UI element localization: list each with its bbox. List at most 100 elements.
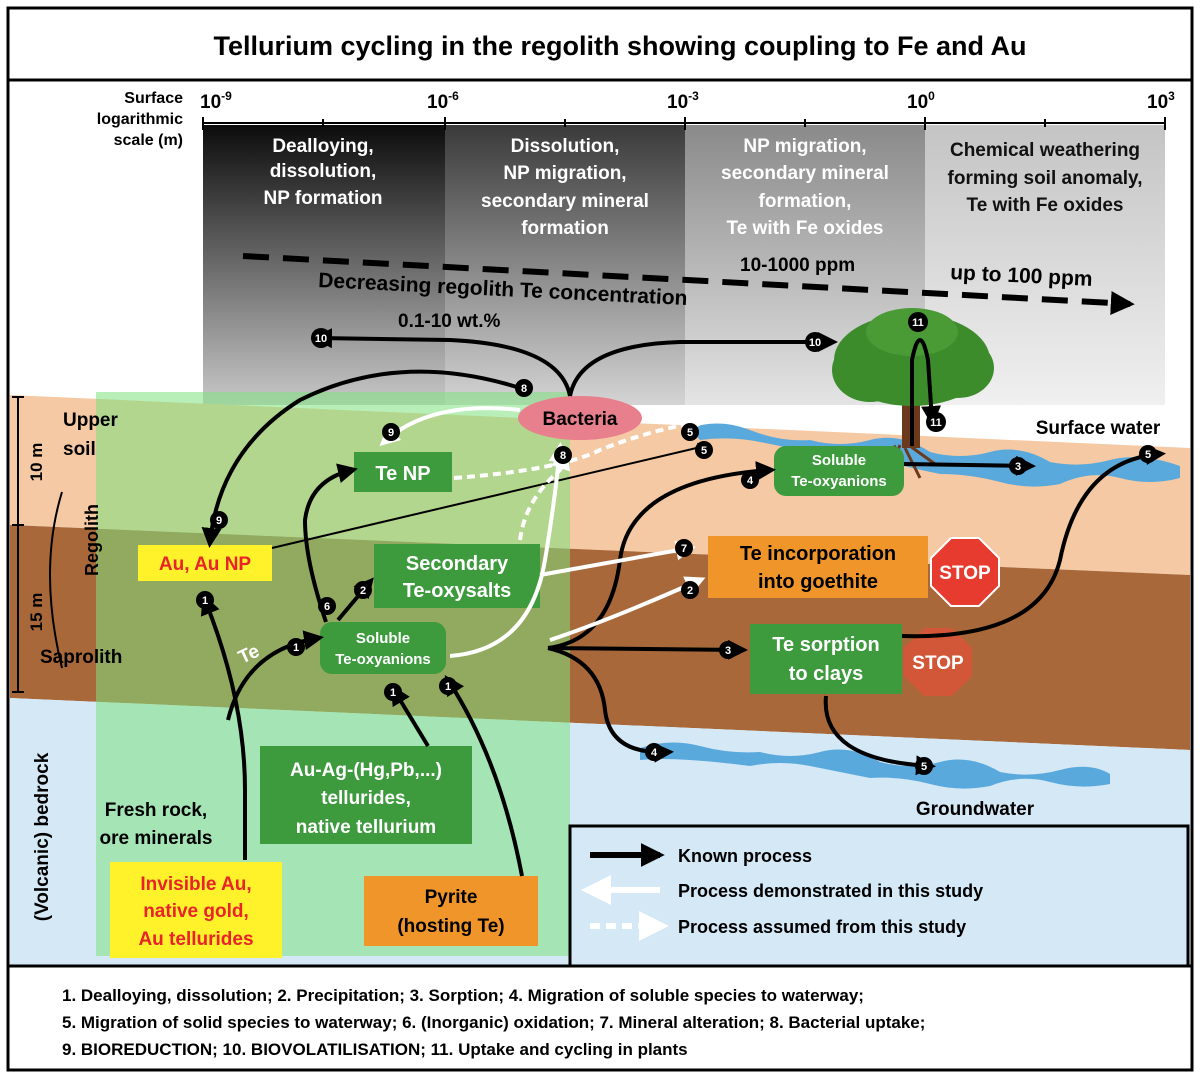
tellurides-node[interactable]: Au-Ag-(Hg,Pb,...) tellurides, native tel… — [260, 746, 472, 844]
arrow-1-from-tellurides — [390, 684, 430, 748]
tick-label-3: 10-3 — [667, 89, 699, 113]
arrow-3-to-clays — [547, 639, 748, 660]
badge-11b: 11 — [926, 412, 946, 432]
svg-text:5. Migration of solid species: 5. Migration of solid species to waterwa… — [62, 1013, 925, 1032]
depth-10m: 10 m — [27, 443, 46, 482]
scale-ticks — [202, 117, 1166, 130]
pyrite-node[interactable]: Pyrite (hosting Te) — [364, 876, 538, 946]
badge-3a: 3 — [719, 641, 737, 659]
svg-text:STOP: STOP — [912, 653, 964, 674]
arrow-8-dashed — [518, 449, 571, 541]
regolith-label: Regolith — [82, 504, 102, 576]
legend-known: Known process — [590, 843, 812, 867]
svg-text:1: 1 — [293, 642, 299, 654]
legend-assumed: Process assumed from this study — [590, 911, 966, 941]
arrow-1-to-au-np — [200, 594, 247, 860]
groundwater-label: Groundwater — [916, 799, 1035, 820]
badge-5c: 5 — [1139, 445, 1157, 463]
arrow-9-bioreduction — [201, 369, 521, 548]
badge-1b: 1 — [287, 638, 305, 656]
arrow-1-from-pyrite — [444, 674, 524, 877]
te-np-node[interactable]: Te NP — [354, 452, 452, 492]
svg-text:5: 5 — [701, 445, 707, 457]
svg-text:Te-oxysalts: Te-oxysalts — [403, 580, 512, 602]
tick-label-2: 10-6 — [427, 89, 459, 113]
svg-text:NP migration,: NP migration, — [503, 163, 626, 184]
arrow-2-white — [549, 576, 706, 642]
soluble-te-oxyanions-lower-node[interactable]: Soluble Te-oxyanions — [320, 622, 446, 674]
saprolith-label: Saprolith — [40, 647, 122, 668]
svg-text:6: 6 — [324, 601, 330, 613]
te-clays-node[interactable]: Te sorption to clays — [750, 624, 902, 694]
svg-text:9: 9 — [216, 515, 222, 527]
svg-text:11: 11 — [912, 317, 924, 329]
groundwater-body — [640, 742, 1110, 789]
svg-text:5: 5 — [921, 761, 927, 773]
svg-text:Secondary: Secondary — [406, 553, 509, 575]
svg-text:5: 5 — [1145, 449, 1151, 461]
soluble-te-oxyanions-upper-node[interactable]: Soluble Te-oxyanions — [774, 446, 904, 496]
badge-4a: 4 — [741, 471, 759, 489]
svg-text:Au, Au NP: Au, Au NP — [159, 554, 252, 575]
badge-5a: 5 — [681, 423, 699, 441]
svg-text:Dealloying,: Dealloying, — [272, 136, 373, 157]
svg-text:11: 11 — [930, 417, 942, 429]
badge-10b: 10 — [805, 332, 825, 352]
svg-text:Te with Fe oxides: Te with Fe oxides — [727, 218, 884, 239]
svg-text:native tellurium: native tellurium — [296, 817, 436, 838]
legend-box — [568, 824, 1190, 968]
tick-label-5: 103 — [1147, 89, 1175, 113]
scale-tick-labels: 10-9 10-6 10-3 100 103 — [200, 89, 1175, 113]
badge-9a: 9 — [382, 423, 400, 441]
svg-text:8: 8 — [521, 383, 527, 395]
badge-5d: 5 — [915, 757, 933, 775]
surface-water-body — [690, 423, 1180, 487]
surface-water-label: Surface water — [1036, 418, 1161, 439]
known-process-arrows — [200, 328, 1166, 877]
svg-text:Pyrite: Pyrite — [425, 887, 478, 908]
svg-text:3: 3 — [1015, 461, 1021, 473]
svg-text:formation,: formation, — [759, 191, 852, 212]
svg-text:5: 5 — [687, 427, 693, 439]
badge-6: 6 — [318, 597, 336, 615]
au-np-node[interactable]: Au, Au NP — [138, 545, 272, 581]
badge-8b: 8 — [554, 446, 572, 464]
tick-label-4: 100 — [907, 89, 935, 113]
svg-text:Au tellurides: Au tellurides — [138, 929, 253, 950]
badge-9b: 9 — [210, 511, 228, 529]
arrow-number-badges: 1 1 1 1 2 2 3 3 4 4 5 5 5 5 6 7 8 8 9 9 … — [196, 312, 1157, 775]
badge-4b: 4 — [645, 743, 663, 761]
arrow-6-oxidation — [302, 463, 358, 623]
concentration-c1: 0.1-10 wt.% — [398, 311, 501, 332]
badge-8a: 8 — [515, 379, 533, 397]
svg-text:Au-Ag-(Hg,Pb,...): Au-Ag-(Hg,Pb,...) — [290, 760, 442, 781]
secondary-te-oxysalts-node[interactable]: Secondary Te-oxysalts — [374, 544, 540, 608]
assumed-process-arrows — [453, 414, 706, 541]
zone-2-text: Dissolution, NP migration, secondary min… — [481, 136, 649, 239]
svg-text:Process demonstrated in this s: Process demonstrated in this study — [678, 881, 983, 901]
invisible-au-node[interactable]: Invisible Au, native gold, Au tellurides — [110, 862, 282, 958]
svg-text:Te NP: Te NP — [375, 463, 430, 485]
arrow-4-upper — [547, 461, 776, 650]
legend-demonstrated: Process demonstrated in this study — [581, 875, 983, 905]
svg-text:1. Dealloying, dissolution; 2.: 1. Dealloying, dissolution; 2. Precipita… — [62, 986, 864, 1005]
arrow-te-np-to-water — [453, 414, 706, 480]
arrow-10-biovolatilisation — [312, 328, 572, 397]
svg-text:NP migration,: NP migration, — [743, 136, 866, 157]
concentration-c2: 10-1000 ppm — [740, 255, 855, 276]
diagram-title: Tellurium cycling in the regolith showin… — [213, 31, 1026, 61]
arrow-8-white — [449, 442, 569, 658]
depth-scale — [12, 396, 24, 693]
svg-text:formation: formation — [521, 218, 609, 239]
svg-text:Soluble: Soluble — [356, 630, 410, 647]
svg-text:Known process: Known process — [678, 846, 812, 866]
te-goethite-node[interactable]: Te incorporation into goethite — [708, 536, 928, 598]
badge-1c: 1 — [384, 683, 402, 701]
svg-text:dissolution,: dissolution, — [270, 161, 377, 182]
tree-icon — [832, 308, 994, 479]
arrow-4-lower — [547, 646, 674, 763]
badge-2b: 2 — [681, 581, 699, 599]
arrow-5-clays-surface — [901, 445, 1166, 639]
svg-text:STOP: STOP — [939, 563, 991, 584]
bacteria-node[interactable]: Bacteria — [518, 396, 642, 440]
